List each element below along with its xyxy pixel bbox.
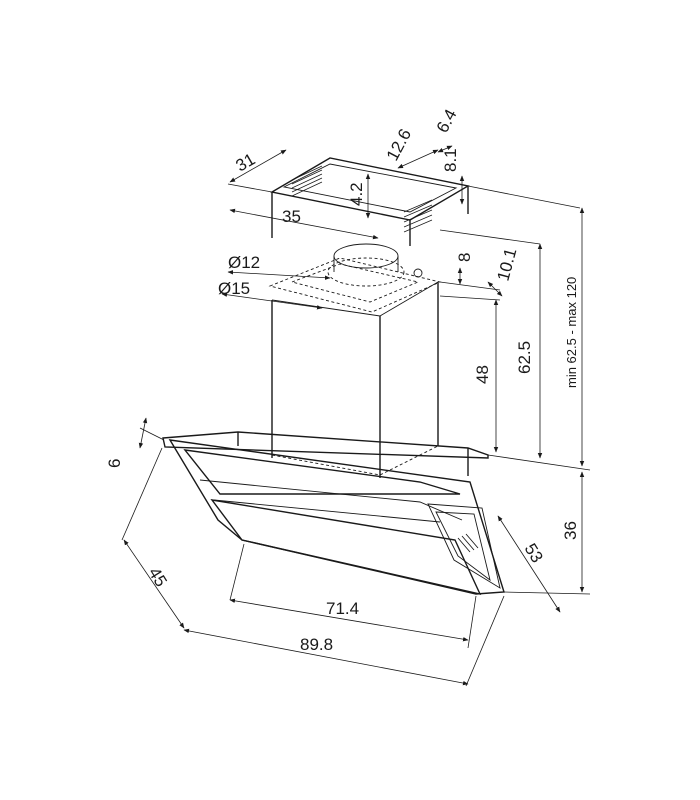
dim-dia-15: Ø15 [218,279,250,298]
dim-dia-12: Ø12 [228,253,260,272]
dim-31: 31 [233,150,259,176]
dim-71-4: 71.4 [326,599,359,618]
vent-grille-left [291,165,323,197]
dim-8: 8 [455,253,474,262]
dimension-lines [121,145,591,687]
dim-89-8: 89.8 [300,635,333,654]
dim-10-1: 10.1 [494,246,521,283]
glass-panel [183,449,501,595]
motor-bracket [268,243,442,313]
dim-35: 35 [282,207,301,226]
upper-chimney [270,157,470,246]
dim-12-6: 12.6 [383,126,415,164]
dim-6-4: 6.4 [433,106,461,136]
dim-4-2: 4.2 [347,182,366,206]
dim-48: 48 [473,365,492,384]
dim-6: 6 [105,459,124,468]
brand-logo [457,533,479,553]
dim-62-5: 62.5 [515,341,534,374]
dim-45: 45 [145,564,171,590]
dim-range: min 62.5 - max 120 [564,277,579,388]
lower-chimney [271,281,439,478]
dimension-labels: 31 35 4.2 12.6 6.4 8.1 Ø12 Ø15 8 10.1 48… [105,106,580,654]
dim-8-1: 8.1 [441,148,460,172]
dim-36: 36 [561,521,580,540]
vent-grille-right [403,199,433,233]
dim-53: 53 [521,540,547,566]
